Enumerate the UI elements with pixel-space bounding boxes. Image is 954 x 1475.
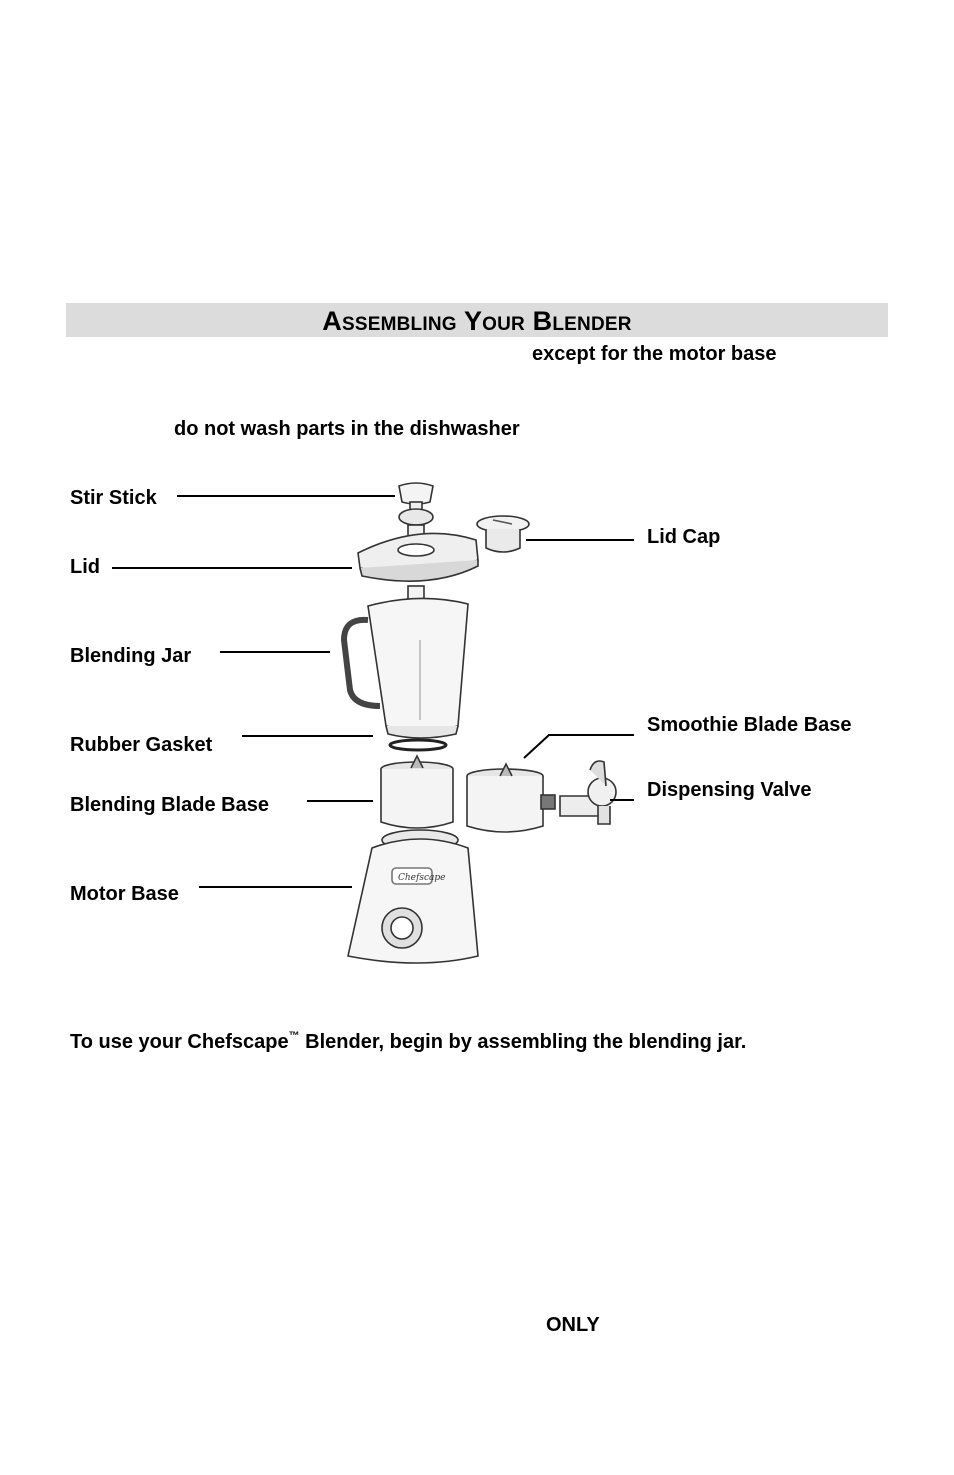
- label-blending-jar: Blending Jar: [70, 645, 192, 667]
- label-lid: Lid: [70, 556, 100, 578]
- section-heading: Assembling Your Blender: [322, 306, 632, 336]
- label-smoothie-blade-base: Smoothie Blade Base: [647, 714, 852, 736]
- leader-lid-cap: [526, 539, 634, 541]
- leader-blending-blade-base: [307, 800, 373, 802]
- label-motor-base: Motor Base: [70, 883, 179, 905]
- leader-dispensing-valve: [610, 799, 634, 801]
- leader-motor-base: [199, 886, 352, 888]
- leader-rubber-gasket: [242, 735, 373, 737]
- leader-stir-stick: [177, 495, 395, 497]
- label-rubber-gasket: Rubber Gasket: [70, 734, 213, 756]
- note-motor-base: except for the motor base: [532, 343, 777, 365]
- instruction-pre: To use your Chefscape: [70, 1031, 289, 1053]
- label-stir-stick: Stir Stick: [70, 487, 157, 509]
- only-fragment: ONLY: [546, 1314, 600, 1336]
- blending-blade-base-drawing: [380, 754, 454, 829]
- dispensing-valve-drawing: [559, 760, 617, 825]
- leader-blending-jar: [220, 651, 330, 653]
- instruction-line: To use your Chefscape™ Blender, begin by…: [70, 1030, 746, 1054]
- chefscape-logo: Chefscape: [398, 873, 445, 883]
- blending-jar-drawing: [340, 597, 469, 739]
- lid-drawing: [357, 532, 479, 582]
- instruction-post: Blender, begin by assembling the blendin…: [299, 1031, 747, 1053]
- trademark-symbol: ™: [288, 1030, 300, 1042]
- heading-band: [66, 303, 888, 337]
- leader-smoothie-blade-base: [548, 734, 634, 736]
- lid-cap-drawing: [476, 515, 530, 553]
- motor-base-drawing: Chefscape: [347, 829, 479, 964]
- note-dishwasher: do not wash parts in the dishwasher: [174, 418, 520, 440]
- leader-smoothie-diagonal: [523, 734, 550, 759]
- rubber-gasket-drawing: [388, 738, 448, 752]
- leader-lid: [112, 567, 352, 569]
- label-lid-cap: Lid Cap: [647, 526, 721, 548]
- label-dispensing-valve: Dispensing Valve: [647, 779, 812, 801]
- label-blending-blade-base: Blending Blade Base: [70, 794, 269, 816]
- smoothie-blade-base-drawing: [466, 762, 556, 833]
